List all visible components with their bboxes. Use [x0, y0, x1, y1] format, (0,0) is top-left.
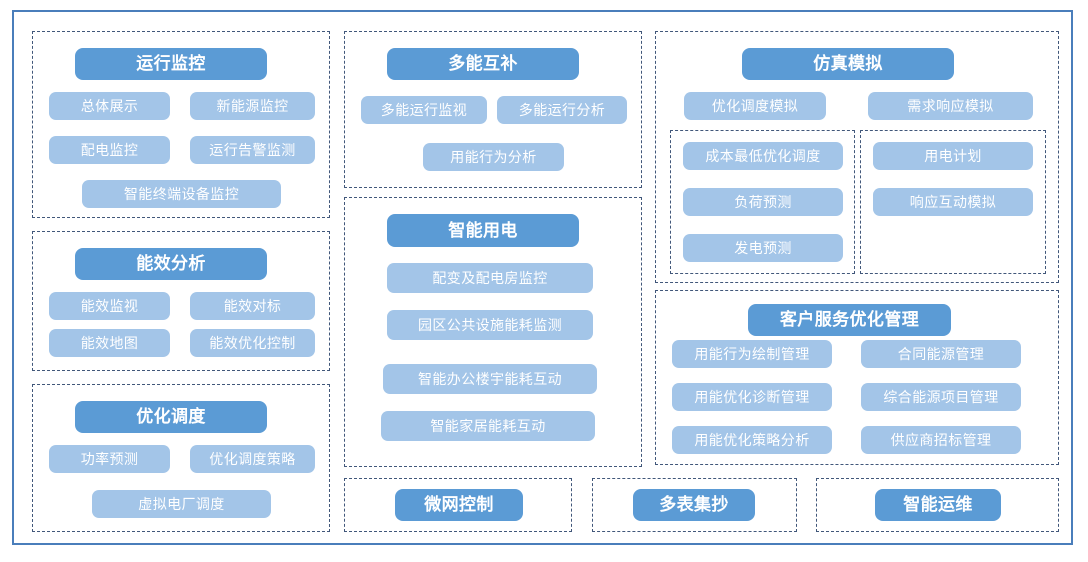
group-header-energy-efficiency-analysis[interactable]: 能效分析 [75, 248, 267, 280]
group-header-customer-service-optimization[interactable]: 客户服务优化管理 [748, 304, 951, 336]
group-multi-energy-complementarity[interactable]: 多能互补 多能运行监视 多能运行分析 用能行为分析 [344, 31, 642, 188]
item-efficiency-monitoring[interactable]: 能效监视 [49, 292, 170, 320]
item-response-interaction-simulation[interactable]: 响应互动模拟 [873, 188, 1033, 216]
subgroup-simulation-dispatch[interactable]: 成本最低优化调度 负荷预测 发电预测 [670, 130, 855, 274]
item-optimized-dispatch-strategy[interactable]: 优化调度策略 [190, 445, 315, 473]
group-header-multi-energy-complementarity[interactable]: 多能互补 [387, 48, 579, 80]
group-microgrid-control[interactable]: 微网控制 [344, 478, 572, 532]
item-multi-energy-operation-analysis[interactable]: 多能运行分析 [497, 96, 627, 124]
group-header-simulation[interactable]: 仿真模拟 [742, 48, 954, 80]
group-optimized-dispatch[interactable]: 优化调度 功率预测 优化调度策略 虚拟电厂调度 [32, 384, 330, 532]
group-multi-meter-reading[interactable]: 多表集抄 [592, 478, 797, 532]
item-operation-alarm-monitoring[interactable]: 运行告警监测 [190, 136, 315, 164]
item-integrated-energy-project-management[interactable]: 综合能源项目管理 [861, 383, 1021, 411]
item-lowest-cost-optimized-dispatch[interactable]: 成本最低优化调度 [683, 142, 843, 170]
group-header-smart-operation-maintenance[interactable]: 智能运维 [875, 489, 1001, 521]
group-header-microgrid-control[interactable]: 微网控制 [395, 489, 523, 521]
item-overall-display[interactable]: 总体展示 [49, 92, 170, 120]
item-efficiency-benchmarking[interactable]: 能效对标 [190, 292, 315, 320]
item-energy-usage-behavior-analysis[interactable]: 用能行为分析 [423, 143, 564, 171]
item-optimized-dispatch-simulation[interactable]: 优化调度模拟 [684, 92, 826, 120]
group-header-smart-electricity-use[interactable]: 智能用电 [387, 214, 579, 247]
item-smart-office-building-energy-interaction[interactable]: 智能办公楼宇能耗互动 [383, 364, 597, 394]
item-generation-forecasting[interactable]: 发电预测 [683, 234, 843, 262]
item-energy-behavior-mapping-management[interactable]: 用能行为绘制管理 [672, 340, 832, 368]
item-transformer-and-substation-monitoring[interactable]: 配变及配电房监控 [387, 263, 593, 293]
item-demand-response-simulation[interactable]: 需求响应模拟 [868, 92, 1033, 120]
item-park-public-facility-energy-monitoring[interactable]: 园区公共设施能耗监测 [387, 310, 593, 340]
group-simulation[interactable]: 仿真模拟 优化调度模拟 需求响应模拟 成本最低优化调度 负荷预测 发电预测 用电… [655, 31, 1059, 283]
item-electricity-usage-plan[interactable]: 用电计划 [873, 142, 1033, 170]
item-virtual-power-plant-dispatch[interactable]: 虚拟电厂调度 [92, 490, 271, 518]
item-distribution-monitoring[interactable]: 配电监控 [49, 136, 170, 164]
group-operation-monitoring[interactable]: 运行监控 总体展示 新能源监控 配电监控 运行告警监测 智能终端设备监控 [32, 31, 330, 218]
item-energy-optimization-strategy-analysis[interactable]: 用能优化策略分析 [672, 426, 832, 454]
item-load-forecasting[interactable]: 负荷预测 [683, 188, 843, 216]
group-header-optimized-dispatch[interactable]: 优化调度 [75, 401, 267, 433]
group-smart-electricity-use[interactable]: 智能用电 配变及配电房监控 园区公共设施能耗监测 智能办公楼宇能耗互动 智能家居… [344, 197, 642, 467]
subgroup-simulation-demand[interactable]: 用电计划 响应互动模拟 [860, 130, 1046, 274]
item-smart-home-energy-interaction[interactable]: 智能家居能耗互动 [381, 411, 595, 441]
group-header-operation-monitoring[interactable]: 运行监控 [75, 48, 267, 80]
item-new-energy-monitoring[interactable]: 新能源监控 [190, 92, 315, 120]
item-multi-energy-operation-monitoring[interactable]: 多能运行监视 [361, 96, 487, 124]
group-smart-operation-maintenance[interactable]: 智能运维 [816, 478, 1059, 532]
item-contract-energy-management[interactable]: 合同能源管理 [861, 340, 1021, 368]
item-efficiency-map[interactable]: 能效地图 [49, 329, 170, 357]
item-power-forecasting[interactable]: 功率预测 [49, 445, 170, 473]
item-energy-optimization-diagnosis-management[interactable]: 用能优化诊断管理 [672, 383, 832, 411]
group-customer-service-optimization[interactable]: 客户服务优化管理 用能行为绘制管理 合同能源管理 用能优化诊断管理 综合能源项目… [655, 290, 1059, 465]
group-header-multi-meter-reading[interactable]: 多表集抄 [633, 489, 755, 521]
item-supplier-bidding-management[interactable]: 供应商招标管理 [861, 426, 1021, 454]
group-energy-efficiency-analysis[interactable]: 能效分析 能效监视 能效对标 能效地图 能效优化控制 [32, 231, 330, 371]
item-smart-terminal-device-monitoring[interactable]: 智能终端设备监控 [82, 180, 281, 208]
item-efficiency-optimization-control[interactable]: 能效优化控制 [190, 329, 315, 357]
